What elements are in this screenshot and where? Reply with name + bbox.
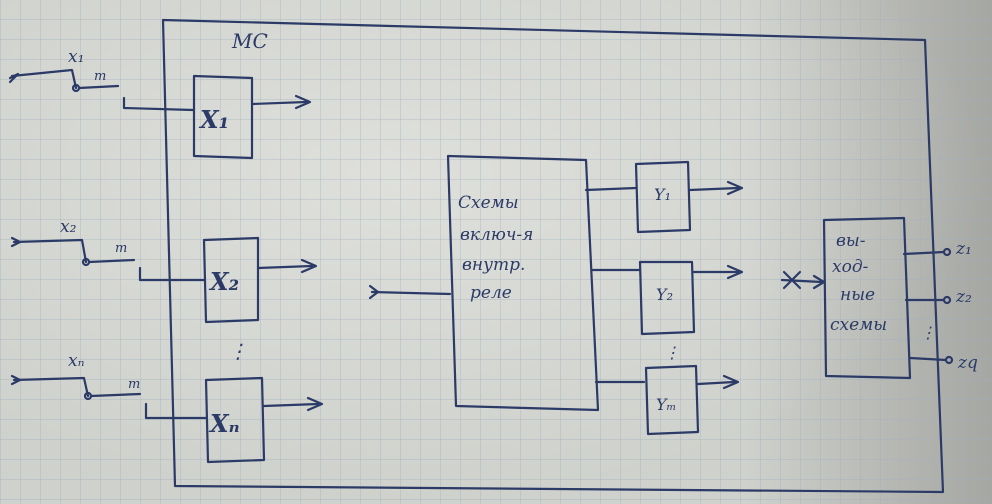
y-block-1: Y₁ xyxy=(584,160,744,234)
y-block-1-label: Y₁ xyxy=(654,185,671,204)
relay-block-line-3: внутр. xyxy=(462,255,525,275)
y-block-m: Yₘ xyxy=(594,364,740,436)
block-x1-label: X₁ xyxy=(198,105,229,134)
output-block: вы- ход- ные схемы z₁ z₂ ⋮ zq xyxy=(780,216,978,380)
outer-block-label: МС xyxy=(231,29,268,53)
relay-block-line-4: реле xyxy=(470,283,512,303)
output-ellipsis: ⋮ xyxy=(920,323,936,342)
y-block-2-label: Y₂ xyxy=(656,285,673,304)
block-x2 xyxy=(202,236,260,324)
input-n: xₙ т Xₙ xyxy=(10,351,324,464)
output-block-line-4: схемы xyxy=(830,315,887,335)
output-1-label: z₁ xyxy=(955,239,972,259)
relay-block-line-1: Схемы xyxy=(458,193,519,213)
y-block-2: Y₂ xyxy=(590,260,744,336)
block-xn-label: Xₙ xyxy=(208,409,240,438)
output-block-box xyxy=(822,216,912,380)
relay-switching-block: Схемы включ-я внутр. реле xyxy=(368,154,600,412)
input-ellipsis: ⋮ xyxy=(228,339,248,363)
input-n-label: xₙ xyxy=(68,351,85,371)
output-block-line-1: вы- xyxy=(836,231,866,251)
output-q-label: zq xyxy=(957,353,978,373)
relay-block-line-2: включ-я xyxy=(460,225,533,245)
input-n-contact-label: т xyxy=(128,377,140,392)
input-2: x₂ т X₂ xyxy=(10,217,318,324)
output-2-label: z₂ xyxy=(955,287,972,307)
outer-boundary-mc xyxy=(161,18,945,494)
y-block-m-label: Yₘ xyxy=(656,395,676,414)
block-xn xyxy=(204,376,266,464)
input-2-contact-label: т xyxy=(115,241,127,256)
output-block-line-3: ные xyxy=(840,285,875,305)
y-ellipsis: ⋮ xyxy=(664,343,680,362)
input-2-label: x₂ xyxy=(60,217,77,237)
input-1: x₁ т X₁ xyxy=(8,47,312,160)
relay-block-box xyxy=(446,154,600,412)
input-1-contact-label: т xyxy=(94,69,106,84)
output-block-line-2: ход- xyxy=(832,257,869,277)
block-x2-label: X₂ xyxy=(208,267,239,296)
input-1-label: x₁ xyxy=(68,47,84,67)
block-x1 xyxy=(192,74,254,160)
